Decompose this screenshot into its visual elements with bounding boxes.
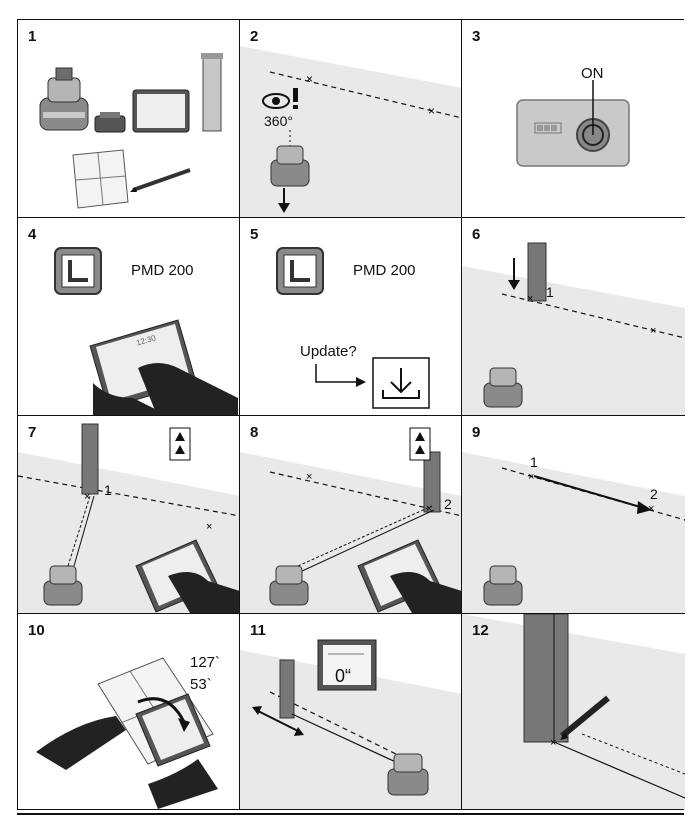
rotation-label: 360° (264, 113, 293, 129)
laser-tool-icon (269, 565, 309, 606)
svg-text:×: × (428, 104, 435, 118)
on-label: ON (581, 65, 604, 82)
point-label: 2 (444, 496, 452, 512)
step-number: 10 (28, 622, 45, 639)
floor-plan-paper-icon (72, 149, 129, 209)
step-4-panel: 4 PMD 200 12:30 (18, 218, 240, 416)
eye-icon (262, 93, 290, 109)
step-number: 2 (250, 28, 259, 45)
battery-icon (94, 112, 126, 133)
pencil-icon (130, 168, 191, 192)
measurement-arrow-icon (533, 475, 652, 514)
update-prompt: Update? (300, 343, 357, 360)
pencil-icon (560, 695, 610, 740)
step-number: 1 (28, 28, 37, 45)
step-5-panel: 5 PMD 200 Update? (240, 218, 462, 416)
step-9-panel: × × 9 1 2 (462, 416, 685, 614)
svg-text:×: × (84, 491, 90, 503)
tablet-icon (132, 89, 190, 133)
measurement-value-2: 53` (190, 676, 212, 693)
svg-text:×: × (528, 471, 534, 483)
step-number: 5 (250, 226, 259, 243)
step-number: 4 (28, 226, 37, 243)
step-7-panel: × × 7 1 (18, 416, 240, 614)
svg-text:×: × (206, 521, 212, 533)
offset-value: 0“ (335, 666, 352, 686)
tablet-icon (317, 639, 377, 691)
svg-text:×: × (306, 72, 313, 86)
curved-arrow-icon (137, 697, 190, 732)
measurement-value-1: 127` (190, 654, 221, 671)
pmd-app-icon (276, 247, 324, 295)
step-8-illustration: × × (240, 427, 461, 613)
step-3-panel: 3 ON (462, 20, 685, 218)
step-2-illustration: × × (240, 46, 461, 217)
step-3-illustration (516, 80, 630, 167)
double-arrow-icon (252, 706, 304, 736)
download-icon (372, 357, 430, 409)
up-arrows-icon (169, 427, 191, 461)
step-6-illustration: × × (462, 242, 685, 415)
warning-exclamation-icon (293, 88, 298, 109)
step-4-illustration (54, 247, 238, 415)
step-6-panel: × × 6 1 (462, 218, 685, 416)
point-2-label: 2 (650, 486, 658, 502)
step-12-illustration: × (462, 614, 685, 809)
target-plate-icon (423, 451, 441, 513)
bottom-rule (17, 813, 684, 815)
arrow-right-icon (315, 364, 366, 387)
step-10-illustration (36, 657, 218, 809)
step-number: 11 (250, 622, 266, 639)
step-number: 3 (472, 28, 481, 45)
arrow-down-icon (508, 258, 520, 290)
laser-tool-icon (39, 67, 89, 131)
step-11-panel: 11 0“ (240, 614, 462, 809)
svg-text:×: × (648, 503, 654, 515)
target-plate-icon (523, 614, 569, 743)
svg-text:×: × (527, 293, 533, 305)
arrow-down-icon (278, 188, 290, 213)
svg-text:×: × (306, 471, 312, 483)
laser-tool-icon (270, 145, 310, 187)
app-name-label: PMD 200 (131, 262, 194, 279)
target-plate-icon (527, 242, 547, 302)
app-name-label: PMD 200 (353, 262, 416, 279)
step-number: 6 (472, 226, 481, 243)
laser-tool-icon (43, 565, 83, 606)
point-label: 1 (546, 284, 554, 300)
svg-text:×: × (426, 503, 432, 515)
laser-tool-icon (387, 753, 429, 796)
step-1-panel: 1 (18, 20, 240, 218)
pmd-app-icon (54, 247, 102, 295)
step-10-panel: 10 127` 53` (18, 614, 240, 809)
target-plate-icon (279, 659, 295, 719)
target-plate-icon (81, 423, 99, 495)
laser-tool-icon (483, 565, 523, 606)
point-1-label: 1 (530, 454, 538, 470)
step-7-illustration: × × (18, 423, 239, 613)
step-number: 9 (472, 424, 481, 441)
step-8-panel: × × 8 2 (240, 416, 462, 614)
step-number: 12 (472, 622, 489, 639)
kit-contents-illustration (39, 53, 223, 209)
power-button-icon (576, 80, 610, 152)
up-arrows-icon (409, 427, 431, 461)
step-9-illustration: × × (462, 452, 685, 613)
step-11-illustration (240, 639, 461, 809)
tablet-icon (135, 693, 211, 767)
instruction-grid: 1 (17, 19, 685, 810)
svg-text:×: × (550, 737, 556, 749)
step-2-panel: × × 2 360° (240, 20, 462, 218)
target-plate-icon (201, 53, 223, 132)
hand-icon (93, 363, 238, 415)
step-5-illustration (276, 247, 430, 409)
step-number: 7 (28, 424, 37, 441)
step-12-panel: × 12 (462, 614, 685, 809)
laser-tool-icon (483, 367, 523, 408)
step-number: 8 (250, 424, 259, 441)
point-label: 1 (104, 482, 112, 498)
svg-text:×: × (650, 325, 656, 337)
battery-level-icon (534, 122, 562, 134)
